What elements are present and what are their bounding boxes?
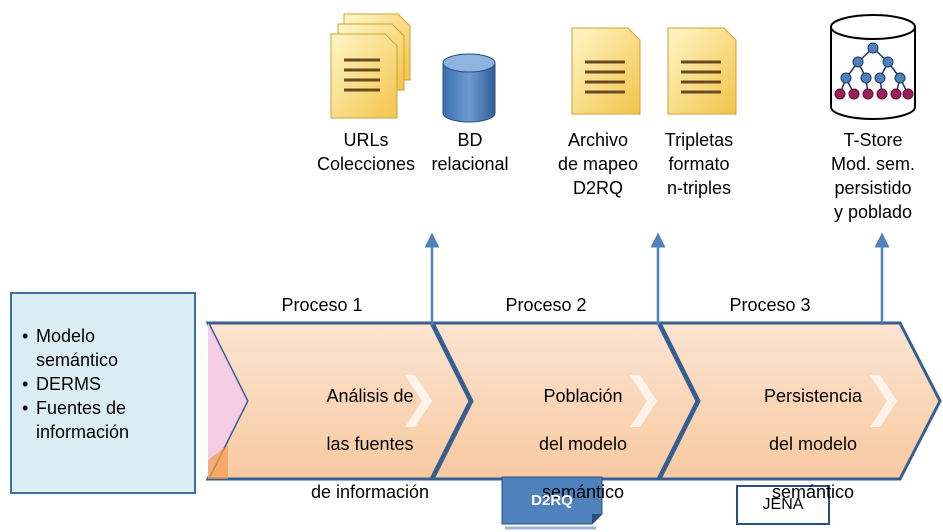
process-2-line-3: semántico xyxy=(541,482,625,502)
output-label-mapping-file: Archivo de mapeo D2RQ xyxy=(557,130,639,198)
input-item-information-sources: •Fuentes de información xyxy=(22,398,130,442)
process-1-title: Proceso 1 xyxy=(281,295,363,315)
input-item-semantic-model: •Modelo semántico xyxy=(22,326,119,370)
documents-stack-icon xyxy=(330,13,411,119)
process-3-line-1: Persistencia xyxy=(763,386,863,406)
input-item-derms: •DERMS xyxy=(22,374,102,394)
jena-tool-box xyxy=(736,485,830,525)
d2rq-tool-tag xyxy=(501,476,603,530)
inputs-box: •Modelo semántico •DERMS •Fuentes de inf… xyxy=(10,292,196,494)
output-label-relational-db: BD relacional xyxy=(431,130,509,174)
process-1-line-1: Análisis de xyxy=(326,386,414,406)
process-2-body: Población del modelo semántico xyxy=(483,360,683,528)
process-1-line-2: las fuentes xyxy=(326,434,414,454)
process-3-body: Persistencia del modelo semántico xyxy=(713,360,913,528)
output-label-urls: URLs Colecciones xyxy=(316,130,416,174)
process-chevron-1 xyxy=(205,321,472,481)
database-icon xyxy=(442,53,496,123)
process-1-body: Análisis de las fuentes de información xyxy=(270,360,470,528)
output-label-triples: Tripletas formato n-triples xyxy=(664,130,734,198)
inputs-list: •Modelo semántico •DERMS •Fuentes de inf… xyxy=(12,294,194,444)
process-2-title: Proceso 2 xyxy=(505,295,587,315)
process-chevron-3 xyxy=(657,321,942,481)
d2rq-tool-label: D2RQ xyxy=(531,492,573,509)
triples-document-icon xyxy=(667,27,737,115)
triple-store-icon xyxy=(830,14,916,120)
process-3-line-3: semántico xyxy=(771,482,855,502)
process-2-line-2: del modelo xyxy=(538,434,628,454)
process-3-title: Proceso 3 xyxy=(729,295,811,315)
mapping-document-icon xyxy=(571,27,641,115)
process-1-line-3: de información xyxy=(310,482,430,502)
process-3-line-2: del modelo xyxy=(768,434,858,454)
output-label-triple-store: T-Store Mod. sem. persistido y poblado xyxy=(830,130,916,222)
jena-tool-label: JENA xyxy=(762,496,804,513)
process-2-line-1: Población xyxy=(543,386,623,406)
